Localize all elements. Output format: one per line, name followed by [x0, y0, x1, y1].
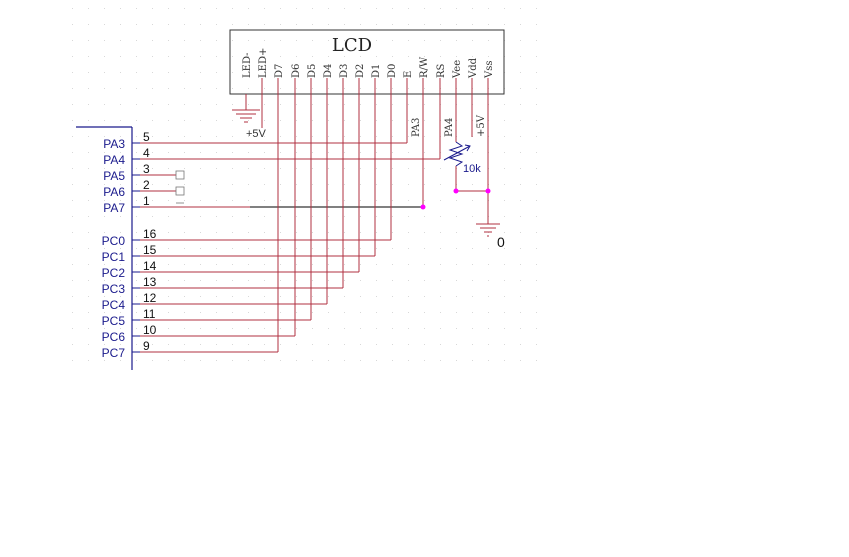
ground-net-label: 0: [497, 234, 505, 250]
connector-pin-number: 5: [143, 130, 150, 144]
no-connect-markers: [175, 170, 185, 204]
lcd-pin-label: D0: [387, 64, 398, 78]
lcd-pin-label: Vdd: [468, 57, 479, 79]
lcd-pin-label: D2: [355, 64, 366, 78]
dot-grid: [70, 0, 540, 375]
pa4-net-label: PA4: [444, 118, 455, 137]
connector-pin-number: 15: [143, 243, 157, 257]
connector-signal-label: PC1: [102, 250, 126, 264]
connector-signal-label: PC6: [102, 330, 126, 344]
junction-dot: [485, 188, 491, 194]
connector-pin-number: 3: [143, 162, 150, 176]
connector-pin-number: 11: [143, 307, 156, 321]
nc-marker-pa6: [175, 186, 185, 196]
pot-value-label: 10k: [463, 163, 481, 175]
lcd-pin-label: D4: [323, 64, 334, 78]
led-ground-symbol: [232, 94, 260, 123]
lcd-pin-label: Vss: [484, 61, 495, 80]
junction-dots: [420, 188, 491, 210]
connector-pin-number: 13: [143, 275, 157, 289]
lcd-pin-label: RS: [436, 63, 447, 78]
ground-symbol: [476, 191, 500, 237]
lcd-title: LCD: [332, 35, 372, 56]
connector-signal-label: PC0: [102, 234, 126, 248]
nc-marker-pa5: [175, 170, 185, 180]
lcd-pin-label: Vee: [452, 60, 463, 79]
connector-pin-number: 2: [143, 178, 150, 192]
plus5v-led-label: +5V: [246, 128, 267, 140]
lcd-pin-label: D5: [307, 64, 318, 78]
connector-pin-number: 12: [143, 291, 157, 305]
connector-pin-number: 9: [143, 339, 150, 353]
pa3-net-label: PA3: [411, 118, 422, 137]
connector-signal-label: PA3: [103, 137, 125, 151]
potentiometer[interactable]: [443, 141, 471, 167]
connector-pin-number: 14: [143, 259, 157, 273]
wires: [132, 78, 489, 353]
connector-signal-label: PC2: [102, 266, 126, 280]
connector-signal-label: PA7: [103, 201, 125, 215]
lcd-pin-label: D1: [371, 64, 382, 78]
lcd-pin-label: D7: [274, 64, 285, 78]
lcd-pin-label: D3: [339, 64, 350, 78]
lcd-pin-label: R/W: [419, 56, 430, 78]
connector-pin-number: 10: [143, 323, 157, 337]
junction-dot: [420, 204, 426, 210]
connector-signal-label: PC7: [102, 346, 126, 360]
lcd-pin-label: LED+: [258, 48, 269, 78]
connector-pin-number: 16: [143, 227, 157, 241]
lcd-pin-label: LED-: [242, 52, 253, 78]
connector-signal-label: PC4: [102, 298, 126, 312]
connector-signal-label: PA6: [103, 185, 125, 199]
plus5v-vdd-label: +5V: [476, 114, 487, 137]
connector-signal-label: PA4: [103, 153, 125, 167]
connector-pin-number: 4: [143, 146, 150, 160]
connector-pin-number: 1: [143, 194, 150, 208]
connector-signal-label: PC5: [102, 314, 126, 328]
lcd-pin-label: D6: [291, 64, 302, 78]
lcd-pin-label: E: [403, 71, 414, 78]
junction-dot: [453, 188, 459, 194]
connector-signal-label: PA5: [103, 169, 125, 183]
connector-signal-label: PC3: [102, 282, 126, 296]
